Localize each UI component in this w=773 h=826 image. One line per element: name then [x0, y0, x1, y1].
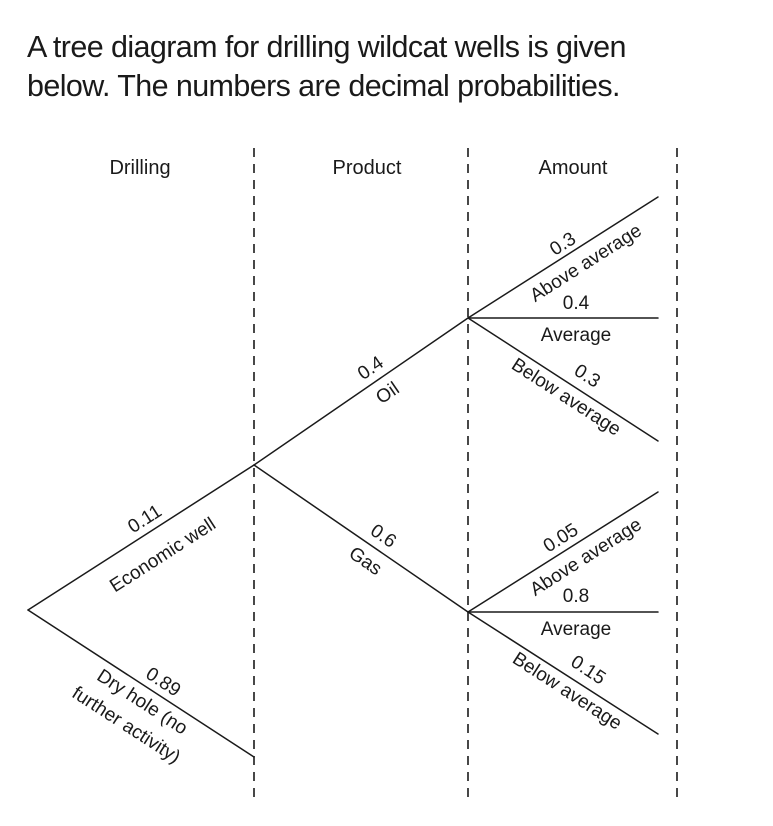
oil-probability: 0.4	[354, 352, 388, 385]
branch-gas	[253, 464, 469, 613]
economic-well-label: Economic well	[106, 514, 220, 597]
economic-well-probability: 0.11	[124, 501, 165, 538]
oil-average-label: Average	[541, 325, 611, 346]
gas-average-probability: 0.8	[563, 586, 589, 607]
oil-average-probability: 0.4	[563, 293, 590, 314]
branch-dry-hole	[27, 609, 255, 758]
branch-oil-below-average	[467, 317, 659, 442]
branch-gas-above-average	[467, 491, 659, 613]
branch-economic-well	[27, 464, 255, 611]
oil-above-average-probability: 0.3	[546, 228, 580, 260]
question-text: A tree diagram for drilling wildcat well…	[27, 28, 767, 106]
column-header-product: Product	[333, 157, 402, 179]
question-line-1: A tree diagram for drilling wildcat well…	[27, 30, 627, 64]
column-header-amount: Amount	[539, 157, 608, 179]
oil-below-average-label: Below average	[508, 354, 625, 440]
column-header-drilling: Drilling	[109, 157, 170, 179]
gas-average-label: Average	[541, 619, 611, 640]
gas-below-average-label: Below average	[509, 648, 626, 734]
branch-gas-below-average	[467, 611, 659, 735]
branch-oil	[253, 317, 469, 466]
branch-oil-above-average	[467, 196, 659, 319]
oil-label: Oil	[372, 378, 403, 408]
question-line-2: below. The numbers are decimal probabili…	[27, 69, 621, 103]
gas-probability: 0.6	[366, 520, 400, 552]
gas-label: Gas	[345, 543, 386, 580]
